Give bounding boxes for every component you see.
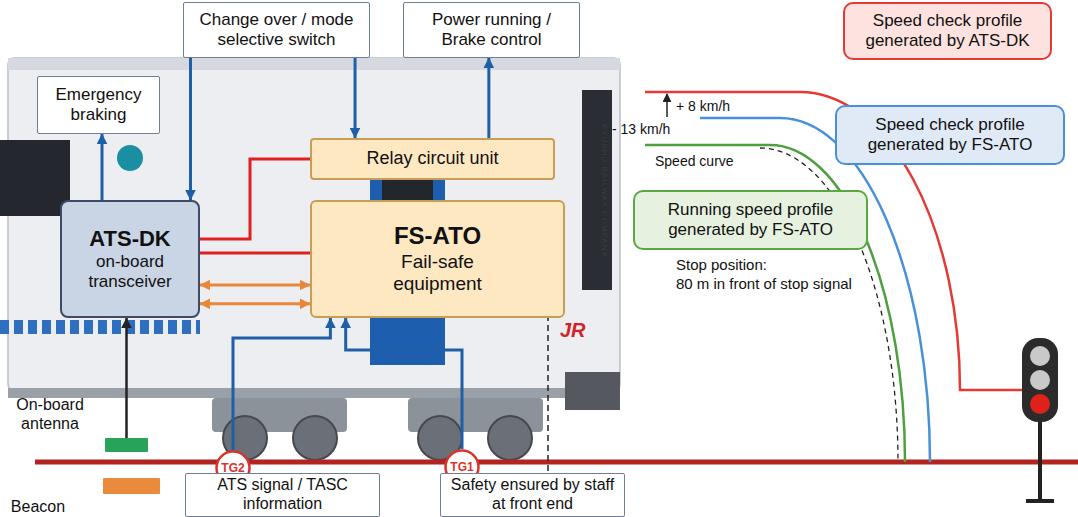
node-text: Speed check profile generated by ATS-DK [850,11,1045,51]
node-text: Relay circuit unit [366,148,498,169]
wheel [488,416,532,460]
node-text: ATS-DK [89,226,170,252]
logo-text: JR [560,318,586,342]
signal-lamp [1030,370,1050,390]
offset-label: - 13 km/h [612,121,670,138]
coupler [565,372,620,410]
roof-band [8,58,620,70]
connector [101,134,104,200]
blue-stripe [0,320,200,334]
node-text: Power running / Brake control [417,10,567,50]
transceiver-box: ATS-DKon-board transceiver [60,200,200,318]
connector [125,318,128,438]
underframe [8,388,620,398]
rail [35,460,1078,465]
note-box: Safety ensured by staff at front end [440,473,625,517]
connector [200,283,310,286]
node-text: On-board antenna [1,396,99,434]
signal-head [1022,338,1058,422]
node-text: TG1 [450,460,473,474]
fail-safe-box: FS-ATOFail-safe equipment [310,200,565,318]
node-text: Beacon [3,498,73,517]
signal-pole [1038,420,1042,500]
node-text: Safety ensured by staff at front end [450,476,615,514]
connector [354,58,357,138]
offset-label: + 8 km/h [676,98,730,115]
connector [200,159,310,239]
node-text: Running speed profile generated by FS-AT… [640,200,861,240]
wheel [293,416,337,460]
control-box: Change over / mode selective switch [183,2,370,58]
node-text: on-board transceiver [75,252,185,292]
node-text: FS-ATO [394,222,481,250]
signal-lamp [1030,346,1050,366]
profile-callout: Speed check profile generated by ATS-DK [843,2,1052,60]
profile-callout: Running speed profile generated by FS-AT… [633,190,868,250]
signal-lamp [1030,394,1050,414]
connector [200,302,310,305]
connector [200,252,310,255]
node-text: Emergency braking [43,85,154,125]
note-box: ATS signal / TASC information [185,473,380,517]
note-text: 80 m in front of stop signal [676,275,852,293]
node-text: Change over / mode selective switch [189,10,364,50]
connector [487,58,490,138]
car-lettering: KYUSHU RAILWAY COMPANY [599,124,609,258]
signal-base [1026,499,1054,503]
control-box: Emergency braking [37,76,160,134]
profile-callout: Speed check profile generated by FS-ATO [835,105,1065,165]
relay-box: Relay circuit unit [310,138,555,180]
connector [346,318,462,449]
note-text: Stop position: [676,256,767,274]
antenna: On-board antenna [105,438,148,452]
curve-label: Speed curve [655,153,734,170]
connector [233,318,330,450]
node-text: ATS signal / TASC information [217,476,349,514]
beacon: Beacon [103,478,160,494]
car-body [8,58,620,390]
control-box: Power running / Brake control [403,2,580,58]
connector [189,58,192,200]
logo-mark [117,145,143,171]
node-text: Fail-safe equipment [378,251,498,296]
leader-line [547,292,549,471]
front-panel [582,90,612,290]
offset-arrow [666,94,668,117]
node-text: Speed check profile generated by FS-ATO [842,115,1058,155]
